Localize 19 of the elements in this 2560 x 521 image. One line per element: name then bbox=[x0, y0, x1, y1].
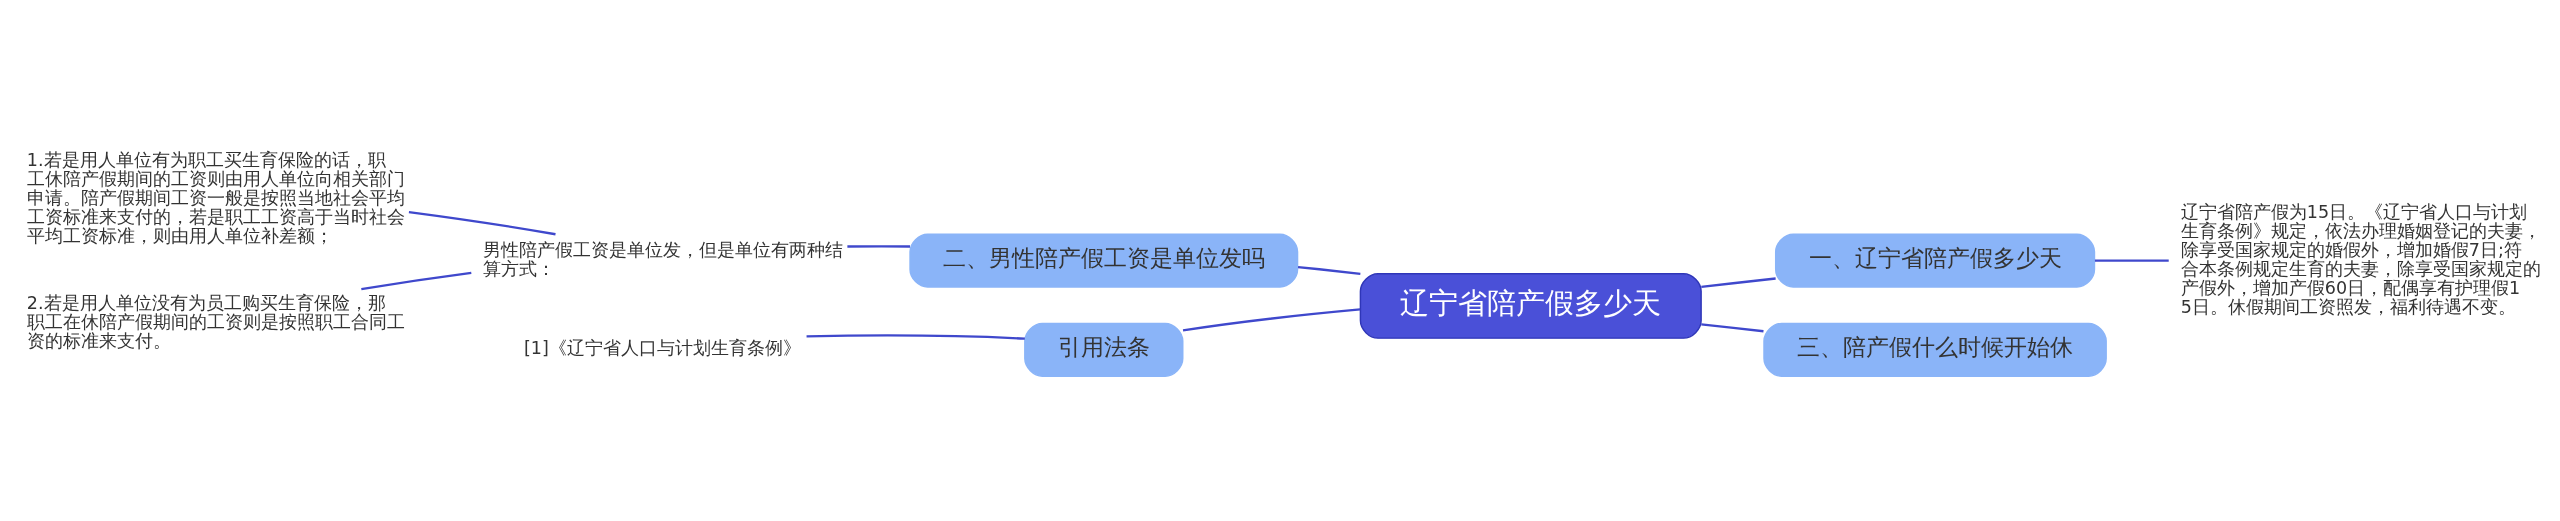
connector bbox=[2094, 258, 2169, 262]
connector bbox=[847, 244, 910, 248]
connector bbox=[1297, 265, 1361, 275]
connector bbox=[1182, 307, 1361, 332]
connector bbox=[1701, 322, 1764, 332]
node-box: 一、辽宁省陪产假多少天 bbox=[1774, 233, 2096, 288]
node-text: 男性陪产假工资是单位发，但是单位有两种结算方式： bbox=[483, 239, 844, 279]
connector bbox=[806, 333, 1025, 340]
connector bbox=[408, 210, 556, 235]
node-box: 二、男性陪产假工资是单位发吗 bbox=[909, 233, 1299, 288]
node-text: 2.若是用人单位没有为员工购买生育保险，那职工在休陪产假期间的工资则是按照职工合同工资的标准来支付。 bbox=[26, 292, 405, 351]
connector bbox=[1701, 276, 1776, 288]
node-text: 1.若是用人单位有为职工买生育保险的话，职工休陪产假期间的工资则由用人单位向相关部门申请。陪产假期间工资一般是按照当地社会平均工资标准来支付的，若是职工工资高于当时社会平均工资标准，则由用人单位补差额； bbox=[26, 149, 405, 246]
node-text: 辽宁省陪产假为15日。《辽宁省人口与计划生育条例》规定，依法办理婚姻登记的夫妻，除享受国家规定的婚假外，增加婚假7日;符合本条例规定生育的夫妻，除享受国家规定的产假外，增加产假60日，配偶享有护理假15日。休假期间工资照发，福利待遇不变。 bbox=[2180, 201, 2541, 317]
connector bbox=[361, 271, 472, 290]
node-box: 辽宁省陪产假多少天 bbox=[1359, 272, 1702, 339]
node-box: 三、陪产假什么时候开始休 bbox=[1763, 322, 2107, 377]
node-box: 引用法条 bbox=[1024, 322, 1184, 377]
node-text: [1]《辽宁省人口与计划生育条例》 bbox=[524, 337, 801, 358]
